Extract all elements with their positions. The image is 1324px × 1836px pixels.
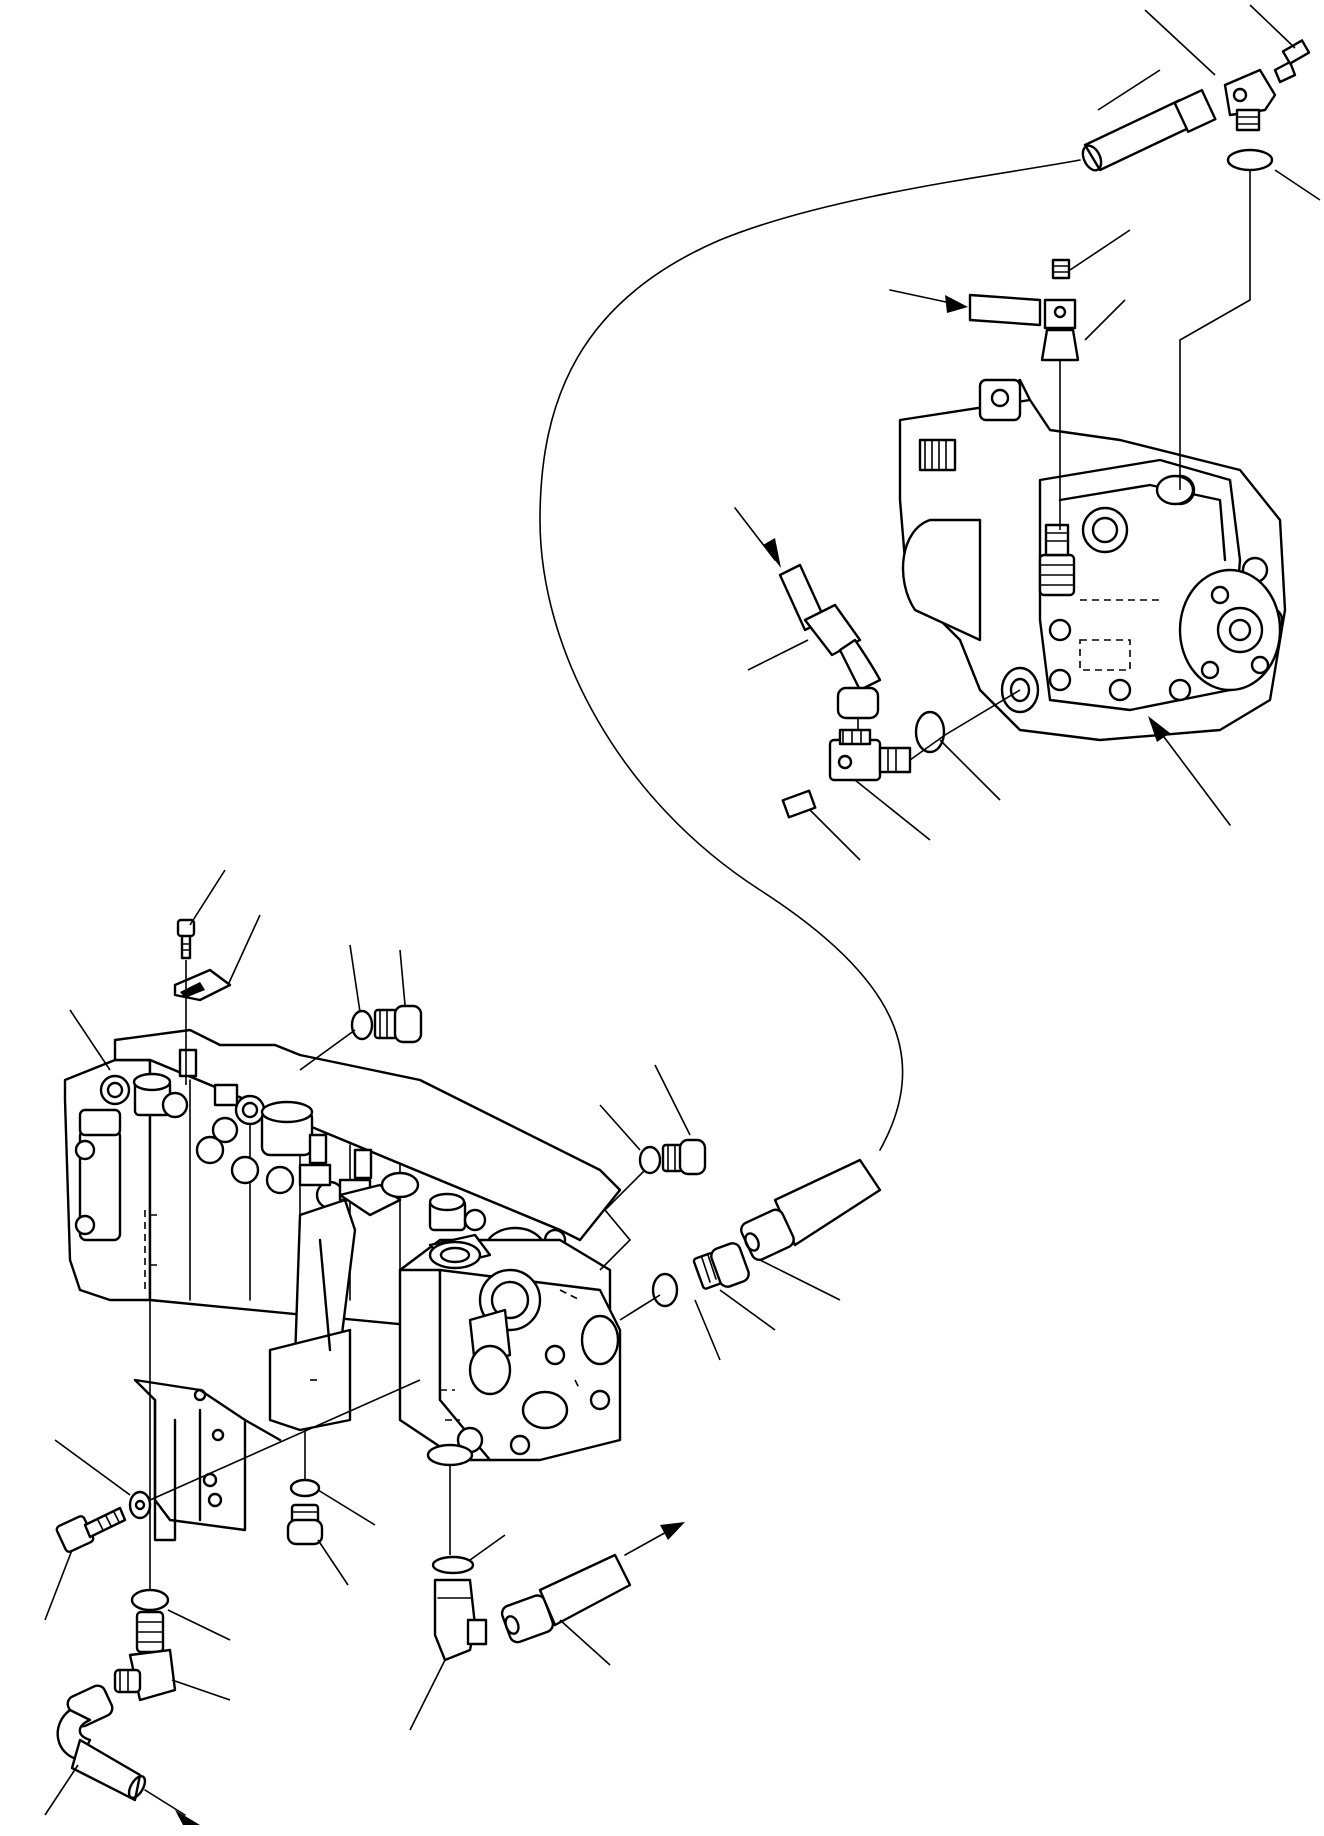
connecting-hose-line <box>539 159 1081 1151</box>
mounting-bracket <box>133 1378 282 1542</box>
outlet-arrow-right <box>624 1529 671 1556</box>
main-control-valve <box>63 1028 622 1467</box>
washer-left <box>128 1490 152 1520</box>
o-ring-pump <box>914 710 946 754</box>
set-screw-top <box>1281 39 1311 65</box>
connector-right <box>692 1242 750 1290</box>
hydraulic-pump <box>898 378 1287 742</box>
o-ring-outlet <box>431 1555 475 1575</box>
elbow-fitting-top <box>1223 60 1297 132</box>
hose-bottom-left <box>56 1684 147 1802</box>
bolt-top <box>176 918 196 960</box>
inlet-hose-left <box>778 563 882 720</box>
mounting-bolt <box>55 1506 127 1553</box>
elbow-bottom-left <box>113 1610 177 1702</box>
hose-end-top <box>1081 88 1217 172</box>
o-ring-drain <box>289 1478 321 1498</box>
o-ring-right-1 <box>638 1145 662 1175</box>
plug-right <box>661 1138 707 1176</box>
o-ring-upper <box>350 1009 374 1041</box>
outlet-arrow-bottom-left <box>144 1789 186 1816</box>
hose-end-right <box>740 1158 882 1261</box>
clip-plate <box>173 968 232 1002</box>
inlet-fitting-upper <box>968 258 1080 362</box>
drain-plug <box>286 1503 324 1546</box>
o-ring-top <box>1226 148 1274 172</box>
o-ring-bottom-left <box>130 1588 170 1612</box>
pointer-to-pump-arrow <box>1154 724 1231 826</box>
set-screw-left <box>781 789 817 819</box>
plug-upper <box>373 1004 423 1044</box>
o-ring-right-2 <box>651 1272 679 1308</box>
tee-fitting-left <box>828 728 912 782</box>
elbow-outlet-middle <box>433 1578 488 1662</box>
hose-end-outlet <box>500 1553 632 1644</box>
